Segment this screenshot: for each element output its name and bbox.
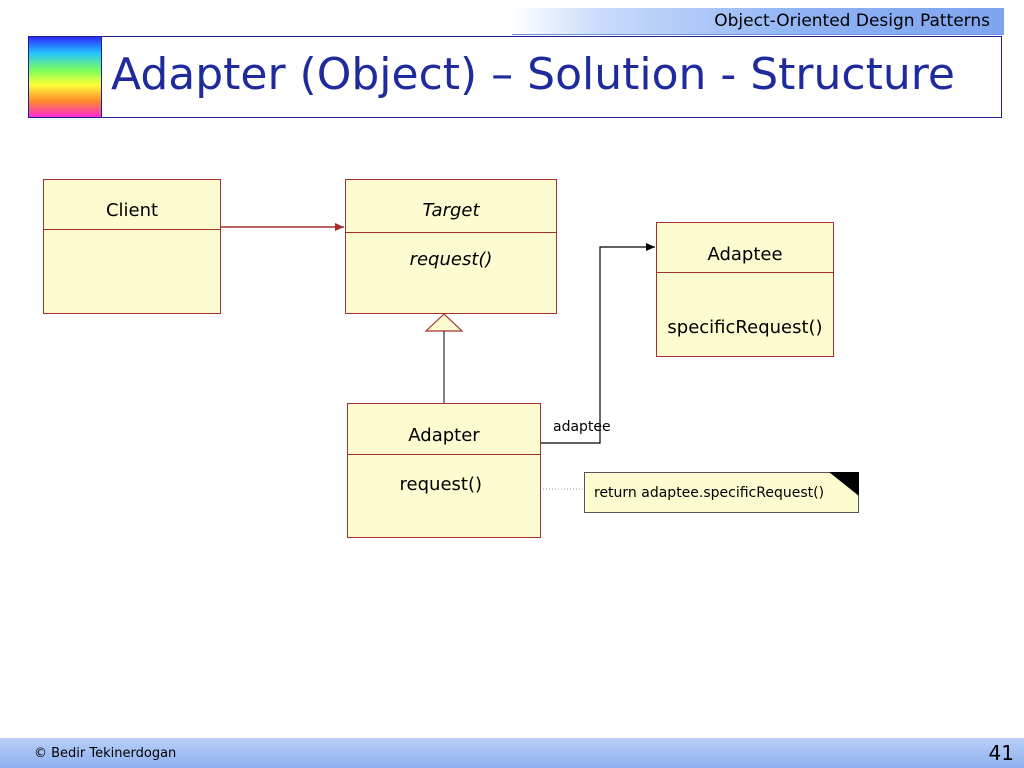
class-divider bbox=[348, 454, 540, 455]
association-role-label: adaptee bbox=[553, 419, 611, 435]
class-name: Client bbox=[105, 200, 159, 221]
title-box: Adapter (Object) – Solution - Structure bbox=[28, 36, 1002, 118]
course-title: Object-Oriented Design Patterns bbox=[714, 11, 990, 31]
adapter-adaptee-association bbox=[541, 243, 655, 444]
adaptee-class: Adaptee specificRequest() bbox=[656, 222, 834, 357]
slide-title: Adapter (Object) – Solution - Structure bbox=[111, 49, 955, 100]
header-band: Object-Oriented Design Patterns bbox=[512, 8, 1004, 35]
class-divider bbox=[44, 229, 220, 230]
note-text: return adaptee.specificRequest() bbox=[594, 485, 825, 501]
class-divider bbox=[346, 232, 556, 233]
class-operation: request() bbox=[409, 249, 493, 270]
target-class: Target request() bbox=[345, 179, 557, 314]
class-operation: request() bbox=[399, 474, 482, 495]
page-number: 41 bbox=[988, 741, 1014, 765]
note-folded-corner bbox=[829, 472, 859, 496]
class-operation: specificRequest() bbox=[667, 317, 823, 338]
class-divider bbox=[657, 272, 833, 273]
author-copyright: © Bedir Tekinerdogan bbox=[34, 746, 177, 761]
adapter-class: Adapter request() bbox=[347, 403, 541, 538]
uml-note: return adaptee.specificRequest() bbox=[584, 472, 859, 513]
rainbow-logo bbox=[29, 37, 102, 117]
footer-band: © Bedir Tekinerdogan 41 bbox=[0, 738, 1024, 768]
client-class: Client bbox=[43, 179, 221, 314]
class-name: Adapter bbox=[408, 425, 480, 446]
generalization-triangle bbox=[424, 313, 464, 332]
class-name: Adaptee bbox=[707, 244, 783, 265]
class-name: Target bbox=[422, 200, 480, 221]
